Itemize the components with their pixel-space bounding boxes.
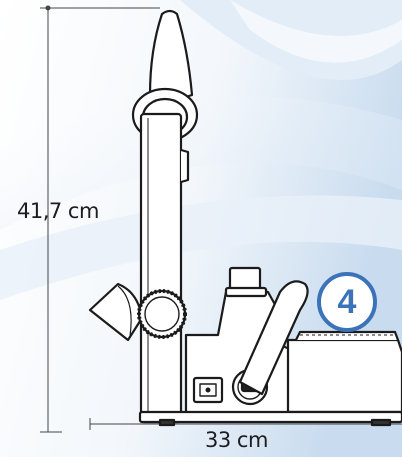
step-number-badge: 4: [317, 272, 377, 332]
vertical-arm: [139, 112, 183, 424]
width-dimension-line: [89, 418, 402, 430]
control-box: [286, 338, 402, 414]
width-dimension-label: 33 cm: [205, 428, 268, 452]
height-dimension-line: [40, 5, 160, 433]
height-dimension-label: 41,7 cm: [17, 199, 99, 223]
camera-head: [148, 9, 194, 101]
control-lever: [238, 280, 309, 396]
base-plate: [138, 410, 402, 424]
